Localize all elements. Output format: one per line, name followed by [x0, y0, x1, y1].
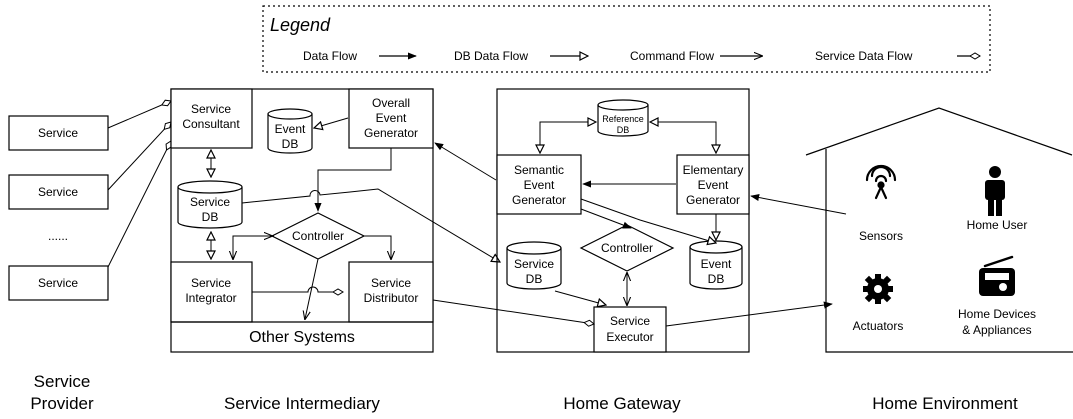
- int-service-db-label-2: DB: [202, 210, 219, 224]
- service-intermediary: Service Consultant Event DB Overall Even…: [170, 88, 434, 413]
- intermediary-service-db: Service DB: [177, 180, 243, 229]
- service-consultant-label-2: Consultant: [182, 117, 240, 131]
- int-service-db-label: Service: [190, 195, 230, 209]
- gateway-links: [434, 122, 716, 305]
- environment-title: Home Environment: [872, 394, 1018, 413]
- sensors-label: Sensors: [859, 229, 903, 243]
- devices-label-1: Home Devices: [958, 307, 1036, 321]
- legend-command-flow: Command Flow: [630, 49, 714, 63]
- home-gateway: Reference DB Semantic Event Generator El…: [496, 88, 750, 413]
- integrator-label-2: Integrator: [185, 291, 236, 305]
- event-db-cylinder: Event DB: [267, 108, 313, 154]
- legend-db-data-flow: DB Data Flow: [454, 49, 528, 63]
- overall-gen-label-1: Overall: [372, 96, 410, 110]
- integrator-label-1: Service: [191, 276, 231, 290]
- elementary-gen-label-2: Event: [698, 178, 729, 192]
- overall-event-generator-box: [348, 88, 434, 149]
- intermediary-links: [211, 117, 500, 319]
- cross-links: [432, 193, 847, 327]
- legend-service-data-flow: Service Data Flow: [815, 49, 913, 63]
- gateway-service-db-cylinder: Service DB: [506, 241, 562, 290]
- legend: Legend Data Flow DB Data Flow Command Fl…: [262, 5, 991, 73]
- semantic-gen-label-2: Event: [524, 178, 555, 192]
- person-icon: [985, 166, 1005, 216]
- gw-controller-label: Controller: [601, 241, 653, 255]
- actuators-label: Actuators: [853, 319, 904, 333]
- semantic-gen-label-3: Generator: [512, 193, 566, 207]
- sensor-icon: [865, 164, 897, 200]
- gw-event-db-label: Event: [701, 257, 732, 271]
- service-box-3: [8, 265, 109, 301]
- elementary-gen-label-1: Elementary: [683, 163, 744, 177]
- gateway-event-db-cylinder: Event DB: [689, 240, 743, 290]
- executor-label-2: Executor: [606, 330, 653, 344]
- intermediary-title: Service Intermediary: [224, 394, 380, 413]
- legend-data-flow: Data Flow: [303, 49, 357, 63]
- elementary-event-generator-box: [676, 154, 750, 215]
- gear-icon: [863, 274, 893, 304]
- service-box-1: [8, 115, 109, 151]
- reference-db-cylinder: Reference DB: [597, 99, 649, 137]
- gateway-title: Home Gateway: [563, 394, 681, 413]
- semantic-gen-label-1: Semantic: [514, 163, 564, 177]
- provider-links: [107, 99, 172, 268]
- service-consultant-label: Service: [191, 102, 231, 116]
- radio-icon: [979, 255, 1015, 296]
- service-ellipsis: ......: [48, 229, 68, 243]
- reference-db-label: Reference: [602, 114, 644, 124]
- home-environment: Sensors Home User Actuators: [805, 107, 1073, 413]
- service-executor-box: [593, 306, 667, 353]
- distributor-label-2: Distributor: [364, 291, 419, 305]
- service-integrator-box: [170, 261, 253, 323]
- int-controller-label: Controller: [292, 229, 344, 243]
- semantic-event-generator-box: [496, 154, 582, 215]
- reference-db-label-2: DB: [617, 125, 630, 135]
- service-box-2: [8, 174, 109, 210]
- gw-event-db-label-2: DB: [708, 272, 725, 286]
- elementary-gen-label-3: Generator: [686, 193, 740, 207]
- service-3-label: Service: [38, 276, 78, 290]
- distributor-label-1: Service: [371, 276, 411, 290]
- provider-title-line2: Provider: [30, 394, 94, 413]
- gateway-controller: [579, 224, 675, 272]
- event-db-label-2: DB: [282, 137, 299, 151]
- devices-label-2: & Appliances: [962, 323, 1031, 337]
- home-user-label: Home User: [967, 218, 1028, 232]
- provider-title-line1: Service: [34, 372, 91, 391]
- other-systems-label: Other Systems: [249, 329, 355, 346]
- service-2-label: Service: [38, 185, 78, 199]
- service-consultant-box: [170, 88, 253, 149]
- executor-label-1: Service: [610, 314, 650, 328]
- overall-gen-label-2: Event: [376, 111, 407, 125]
- overall-gen-label-3: Generator: [364, 126, 418, 140]
- legend-title: Legend: [270, 15, 331, 35]
- gw-service-db-label-2: DB: [526, 272, 543, 286]
- service-provider: Service Service ...... Service Service P…: [8, 115, 109, 413]
- event-db-label: Event: [275, 122, 306, 136]
- gw-service-db-label: Service: [514, 257, 554, 271]
- service-1-label: Service: [38, 126, 78, 140]
